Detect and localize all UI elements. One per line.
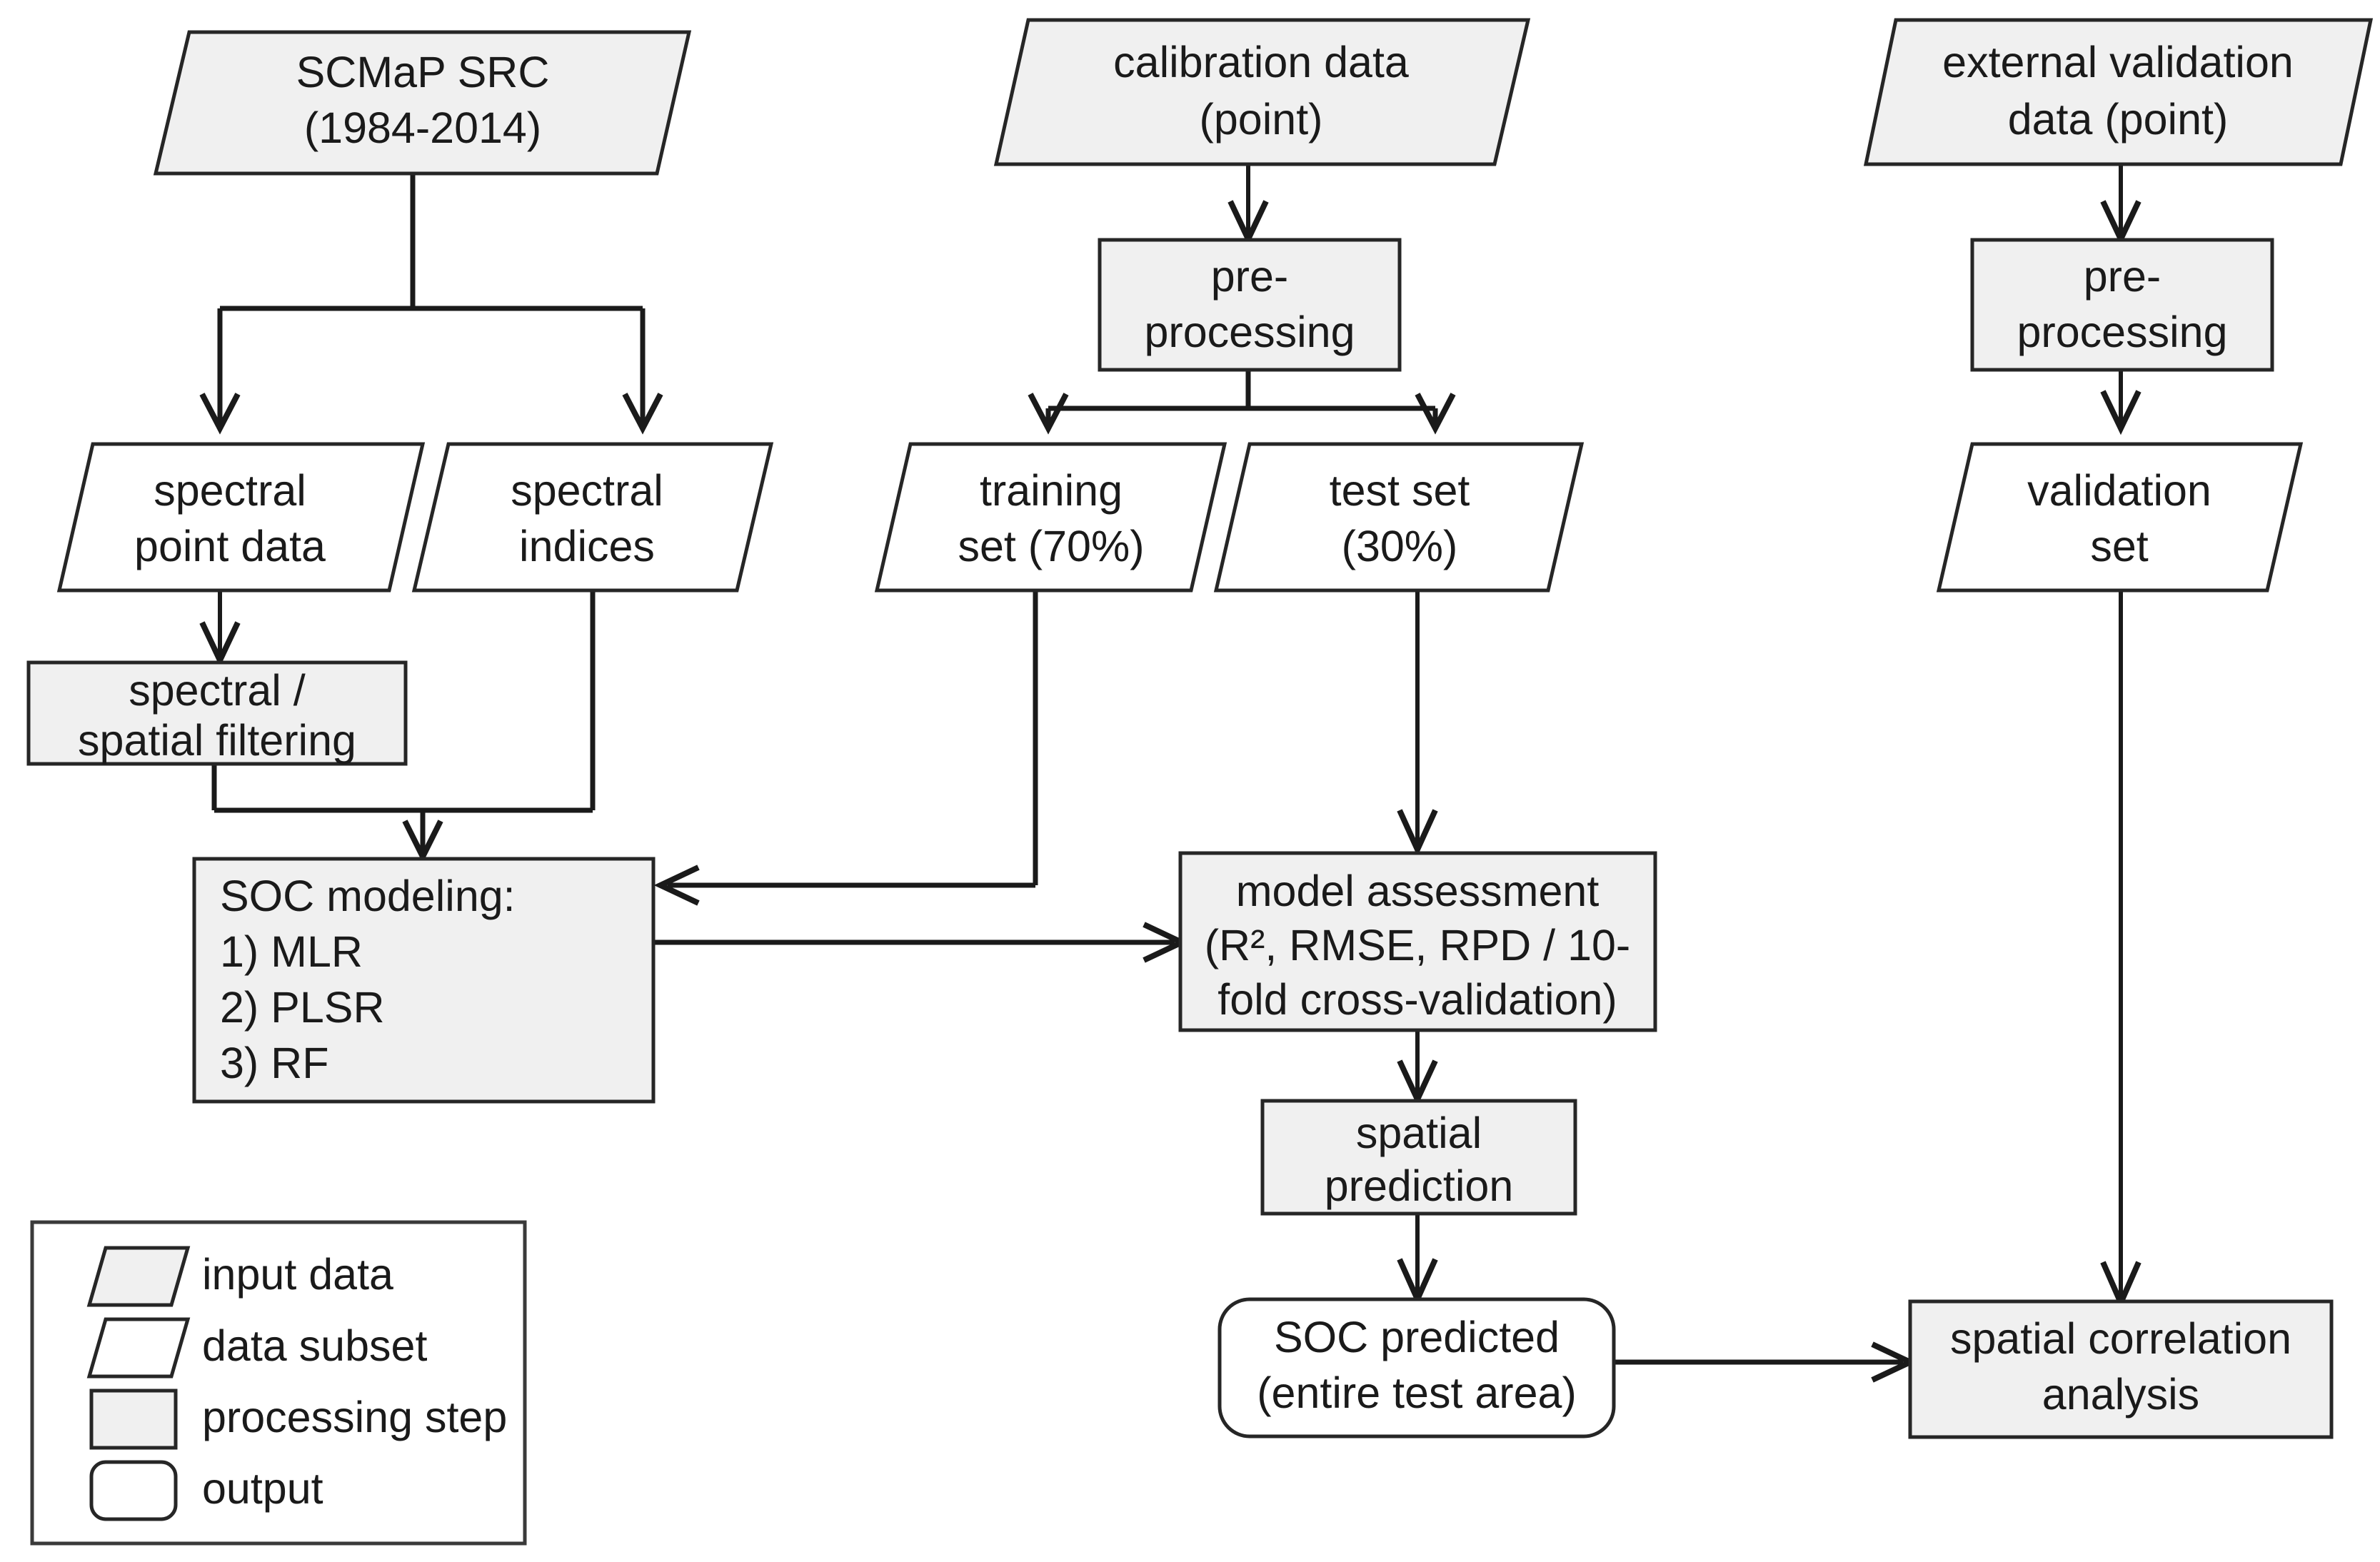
edge-spatial-pred-to-soc-predicted [1397,1214,1438,1306]
node-spectral-filter-line1: spectral / [129,666,306,715]
node-spatial-pred-line2: prediction [1325,1162,1514,1210]
node-external-validation-data[interactable]: external validation data (point) [1863,18,2374,166]
node-preproc-val-line2: processing [2017,308,2228,356]
edge-soc-modeling-to-model-assessment [653,922,1189,963]
edge-external-to-preproc [2100,164,2142,246]
node-preproc-cal-line2: processing [1145,308,1355,356]
edge-merge-to-soc-modeling [211,590,596,863]
node-test-set-line2: (30%) [1342,522,1458,570]
legend-label-output: output [202,1464,323,1513]
node-spatial-prediction[interactable]: spatial prediction [1260,1099,1577,1216]
node-scmap-src-line1: SCMaP SRC [296,48,550,96]
node-training-set-line2: set (70%) [958,522,1144,570]
node-scmap-src[interactable]: SCMaP SRC (1984-2014) [153,30,692,176]
node-soc-predicted[interactable]: SOC predicted (entire test area) [1217,1297,1616,1438]
edge-soc-predicted-to-spatial-corr [1614,1341,1917,1383]
node-model-assessment-line1: model assessment [1236,867,1600,915]
node-preproc-cal-line1: pre- [1211,252,1288,301]
node-spatial-pred-line1: spatial [1356,1109,1482,1157]
node-calibration-data-line1: calibration data [1113,38,1409,86]
node-spectral-indices-line1: spectral [511,466,663,515]
node-external-validation-line2: data (point) [2008,95,2229,143]
edge-preproc-to-validation-set [2100,370,2142,435]
legend-item-data-subset: data subset [86,1317,427,1379]
edge-model-assessment-to-spatial-pred [1397,1030,1438,1107]
node-soc-modeling-line3: 2) PLSR [220,983,385,1032]
node-spectral-point-line1: spectral [154,466,306,515]
edge-preproc-to-sets-split [1028,370,1456,435]
node-spectral-spatial-filtering[interactable]: spectral / spatial filtering [26,660,408,766]
node-soc-modeling-line2: 1) MLR [220,927,363,976]
node-soc-predicted-line1: SOC predicted [1274,1313,1560,1361]
node-spectral-indices[interactable]: spectral indices [411,442,774,593]
edge-validation-set-to-spatial-corr [2100,590,2142,1310]
node-test-set[interactable]: test set (30%) [1213,442,1585,593]
legend-label-input-data: input data [202,1250,393,1299]
legend: input data data subset processing step o… [30,1220,527,1546]
legend-item-processing-step: processing step [89,1389,507,1450]
edge-layer [199,164,2142,1383]
node-soc-modeling[interactable]: SOC modeling: 1) MLR 2) PLSR 3) RF [192,857,656,1104]
edge-spectralpoint-to-filter [199,590,241,667]
edge-calibration-to-preproc [1227,164,1269,246]
node-calibration-data-line2: (point) [1200,95,1323,143]
node-preprocessing-validation[interactable]: pre- processing [1970,238,2274,372]
node-spatial-corr-line1: spatial correlation [1950,1314,2291,1363]
node-model-assessment[interactable]: model assessment (R², RMSE, RPD / 10- fo… [1178,851,1657,1032]
edge-scmap-to-spectral-split [199,173,663,435]
node-spatial-correlation-analysis[interactable]: spatial correlation analysis [1908,1299,2334,1439]
node-preproc-val-line1: pre- [2084,252,2161,301]
node-training-set[interactable]: training set (70%) [874,442,1227,593]
node-model-assessment-line3: fold cross-validation) [1217,975,1617,1024]
node-calibration-data[interactable]: calibration data (point) [993,18,1531,166]
node-soc-modeling-line1: SOC modeling: [220,872,516,920]
node-model-assessment-line2: (R², RMSE, RPD / 10- [1205,921,1631,969]
node-spectral-point-line2: point data [134,522,326,570]
node-training-set-line1: training [980,466,1123,515]
node-spatial-corr-line2: analysis [2042,1370,2199,1419]
node-external-validation-line1: external validation [1942,38,2294,86]
node-test-set-line1: test set [1330,466,1470,515]
node-spectral-indices-line2: indices [519,522,655,570]
legend-item-input-data: input data [86,1246,393,1307]
node-soc-predicted-line2: (entire test area) [1257,1369,1577,1417]
edge-trainingset-to-soc-modeling [653,590,1038,906]
node-validation-set[interactable]: validation set [1936,442,2304,593]
node-validation-set-line1: validation [2027,466,2211,515]
node-spectral-point-data[interactable]: spectral point data [56,442,426,593]
legend-label-data-subset: data subset [202,1321,427,1370]
legend-item-output: output [89,1460,323,1521]
node-scmap-src-line2: (1984-2014) [304,104,541,152]
node-validation-set-line2: set [2090,522,2148,570]
node-spectral-filter-line2: spatial filtering [78,716,356,765]
edge-testset-to-model-assessment [1397,590,1438,857]
node-preprocessing-calibration[interactable]: pre- processing [1098,238,1402,372]
legend-label-processing-step: processing step [202,1393,507,1441]
node-soc-modeling-line4: 3) RF [220,1039,329,1087]
